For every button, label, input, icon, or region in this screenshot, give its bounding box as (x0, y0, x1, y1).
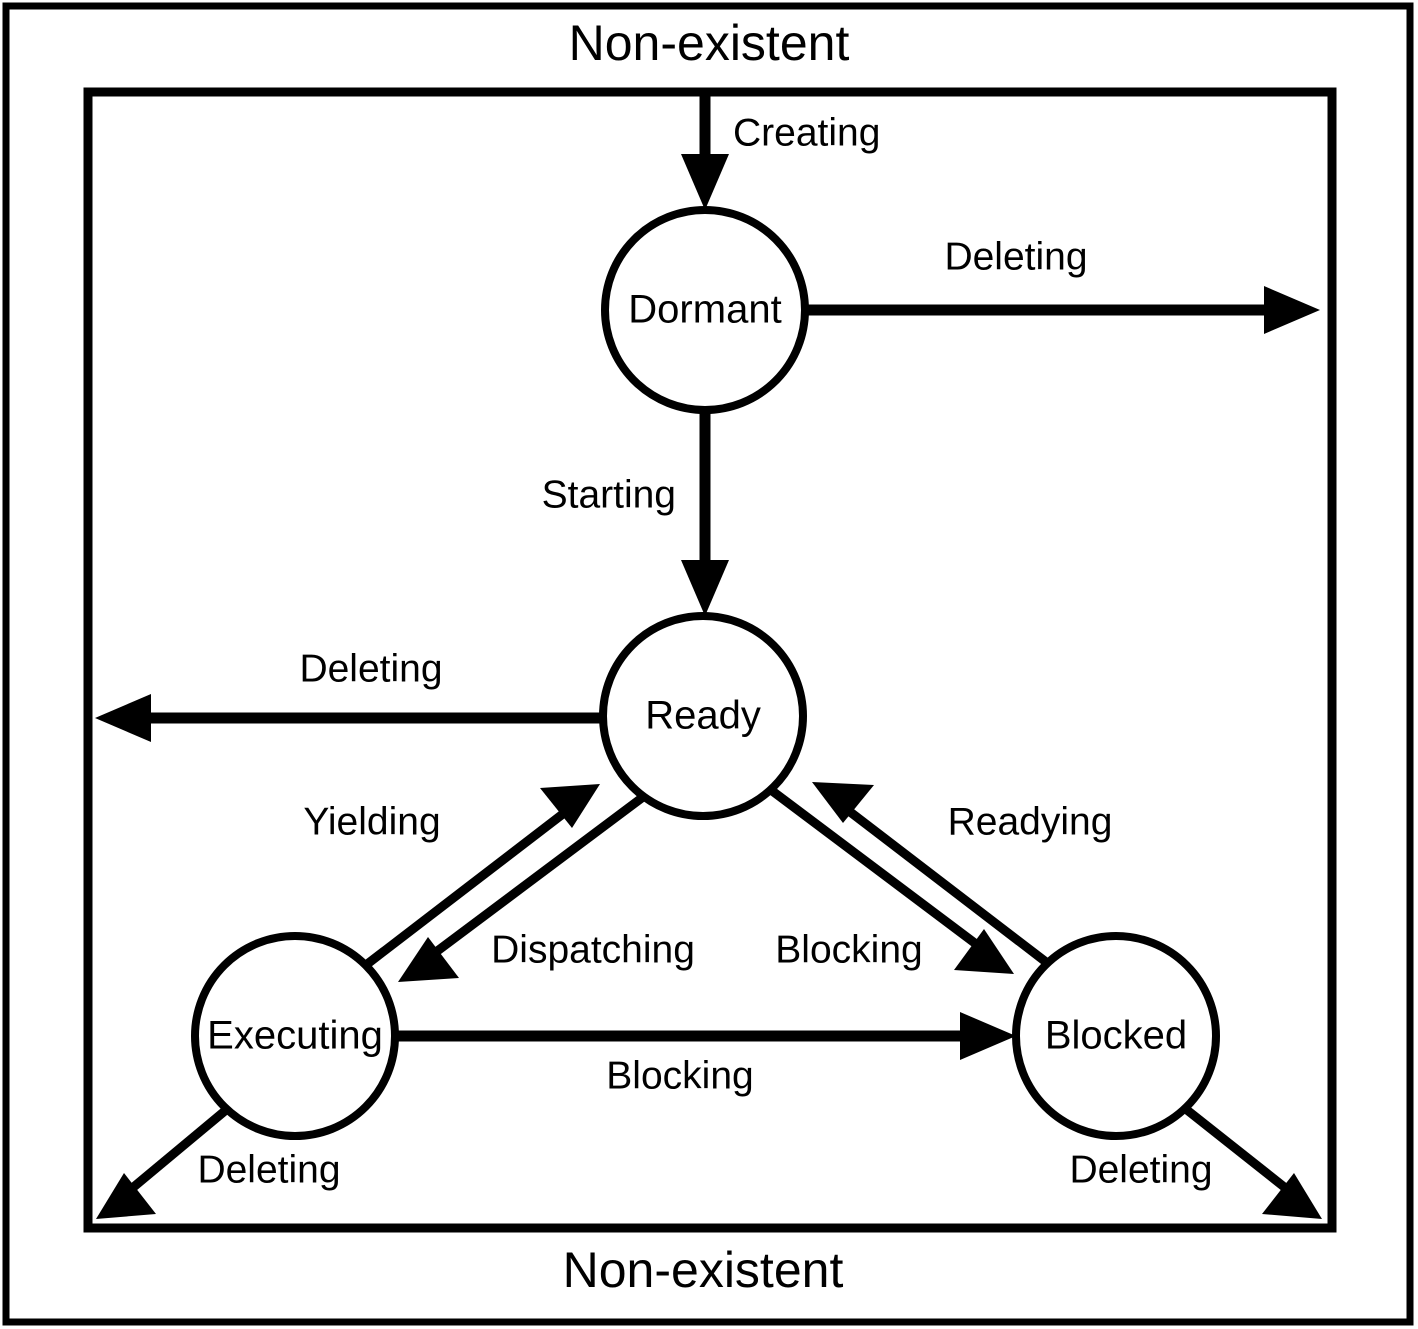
state-circle-dormant[interactable] (601, 206, 809, 414)
edge-dispatching-line (429, 793, 646, 959)
edge-blocking-ready-blocked-arrowhead (954, 929, 1014, 974)
edge-starting (681, 411, 729, 616)
edge-yielding (363, 784, 600, 969)
edge-readying (812, 782, 1049, 966)
region-label-bottom: Non-existent (563, 1242, 844, 1298)
edge-deleting-executing (96, 1106, 229, 1219)
transition-label-dispatching: Dispatching (491, 928, 695, 971)
transition-label-deleting-blocked: Deleting (1069, 1148, 1212, 1191)
edge-creating (681, 96, 729, 210)
state-node-ready[interactable]: Ready (599, 612, 807, 820)
edge-deleting-executing-arrowhead (96, 1173, 156, 1219)
edge-deleting-blocked (1184, 1106, 1322, 1219)
edge-readying-line (842, 804, 1049, 966)
transition-label-yielding: Yielding (303, 800, 440, 843)
edge-deleting-executing-line (127, 1106, 229, 1194)
transition-label-blocking-executing: Blocking (606, 1054, 753, 1097)
state-label-blocked: Blocked (1045, 1014, 1187, 1058)
edge-creating-arrowhead (681, 154, 729, 210)
state-label-dormant: Dormant (628, 288, 781, 332)
edge-yielding-arrowhead (540, 784, 600, 828)
region-label-top: Non-existent (569, 15, 850, 71)
edge-deleting-dormant (805, 286, 1320, 334)
transition-label-readying: Readying (948, 800, 1113, 843)
edge-readying-arrowhead (812, 782, 874, 823)
edge-deleting-ready-arrowhead (95, 694, 151, 742)
transition-label-deleting-ready: Deleting (299, 647, 442, 690)
edge-blocking-executing-blocked-arrowhead (960, 1012, 1016, 1060)
transition-label-deleting-dormant: Deleting (944, 235, 1087, 278)
state-label-executing: Executing (207, 1014, 383, 1058)
edge-blocking-ready-blocked-line (768, 786, 983, 951)
edge-yielding-line (363, 806, 571, 969)
edge-deleting-blocked-line (1184, 1106, 1291, 1194)
edge-blocking-executing-blocked (396, 1012, 1016, 1060)
edge-starting-arrowhead (681, 560, 729, 616)
state-node-executing[interactable]: Executing (191, 932, 399, 1140)
state-circle-blocked[interactable] (1012, 932, 1220, 1140)
inner-frame-border (83, 87, 1337, 1233)
transition-label-deleting-executing: Deleting (197, 1148, 340, 1191)
transition-label-creating: Creating (733, 111, 880, 154)
state-circle-executing[interactable] (191, 932, 399, 1140)
edge-blocking-ready-blocked (768, 786, 1014, 974)
edge-deleting-blocked-arrowhead (1262, 1173, 1322, 1219)
state-label-ready: Ready (645, 694, 761, 738)
transition-label-blocking-ready: Blocking (775, 928, 922, 971)
transition-label-starting: Starting (542, 473, 676, 516)
edge-deleting-ready (95, 694, 602, 742)
state-node-blocked[interactable]: Blocked (1012, 932, 1220, 1140)
edge-dispatching (398, 793, 646, 982)
edge-dispatching-arrowhead (398, 937, 459, 982)
state-node-dormant[interactable]: Dormant (601, 206, 809, 414)
state-circle-ready[interactable] (599, 612, 807, 820)
edge-deleting-dormant-arrowhead (1264, 286, 1320, 334)
